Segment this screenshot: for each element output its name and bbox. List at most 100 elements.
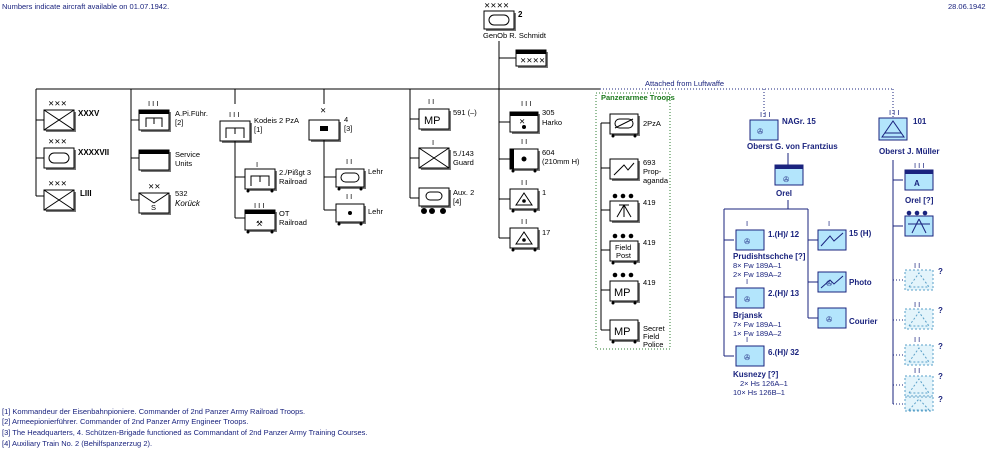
- aux-train: Aux. 2 [4]: [410, 187, 474, 214]
- recon-1h12: I ✇ 1.(H)/ 12 Prudishtschche [?] 8× Fw 1…: [724, 219, 806, 279]
- svg-text:✇: ✇: [783, 175, 790, 184]
- svg-text:I I: I I: [521, 178, 527, 187]
- svg-text:✕: ✕: [320, 106, 326, 115]
- lehr-label: Lehr: [368, 167, 384, 176]
- corps-liii: ✕✕✕ LIII: [36, 179, 92, 212]
- ot-type: Railroad: [279, 218, 307, 227]
- nagr-commander: Oberst G. von Frantzius: [747, 142, 838, 151]
- unknown-unit-mark: ?: [938, 306, 943, 315]
- recon-aircraft-2: 1× Fw 189A–2: [733, 329, 782, 338]
- courier-unit: ✇ Courier: [808, 307, 877, 329]
- korueck-unit: ✕✕ S 532 Korück: [131, 182, 201, 215]
- recon-aircraft-1: 2× Hs 126A–1: [740, 379, 788, 388]
- svg-text:✇: ✇: [744, 295, 751, 304]
- propaganda-l3: aganda: [643, 176, 669, 185]
- svg-text:I I I: I I I: [229, 110, 239, 119]
- panzerarmee-troops-box: [595, 92, 671, 350]
- lehr-armor: I I Lehr: [335, 157, 384, 191]
- svg-text:✇: ✇: [826, 279, 833, 288]
- svg-text:⚒: ⚒: [256, 219, 263, 228]
- railroad-ot: I I I ⚒ OT Railroad: [244, 201, 307, 234]
- svg-text:I: I: [432, 138, 434, 147]
- unit-419-label: 419: [643, 198, 656, 207]
- aux-note: [4]: [453, 197, 461, 206]
- flak-orel: I I I A Orel [?]: [893, 161, 934, 205]
- recon-aircraft-2: 10× Hs 126B–1: [733, 388, 785, 397]
- recon-name: 1.(H)/ 12: [768, 230, 800, 239]
- recon-location: Brjansk: [733, 311, 763, 320]
- mp-symbol: MP: [424, 115, 441, 127]
- corps-label: XXXXVII: [78, 148, 109, 157]
- nagr-orel-hq: ✇ Orel: [774, 164, 804, 198]
- recon-2h13: I ✇ 2.(H)/ 13 Brjansk 7× Fw 189A–1 1× Fw…: [724, 277, 800, 338]
- footnote: [4] Auxiliary Train No. 2 (Behilfspanzer…: [2, 439, 152, 448]
- kodeis-label: Kodeis 2 PzA: [254, 116, 299, 125]
- svg-text:I: I: [746, 219, 748, 228]
- recon-aircraft-1: 8× Fw 189A–1: [733, 261, 782, 270]
- harko-unit: I I I ✕ 305 Harko: [499, 99, 562, 134]
- svg-text:I I I: I I I: [254, 201, 264, 210]
- svg-text:I I I: I I I: [760, 110, 770, 119]
- guard-unit: I 5./143 Guard: [410, 138, 474, 170]
- photo-unit: ✇ Photo: [808, 271, 872, 293]
- svg-text:I I I: I I I: [914, 161, 924, 170]
- korueck-number: 532: [175, 189, 188, 198]
- observation-17: I I 17: [499, 217, 550, 252]
- recon-aircraft-2: 2× Fw 189A–2: [733, 270, 782, 279]
- apifuhr-label: A.Pi.Führ.: [175, 109, 208, 118]
- flak-commander: Oberst J. Müller: [879, 147, 939, 156]
- mp-unit: I I MP 591 (–): [410, 97, 477, 131]
- svg-text:✇: ✇: [744, 353, 751, 362]
- mp-419: MP 419: [601, 272, 656, 305]
- service-units: Service Units: [131, 149, 200, 172]
- flak-orel: Orel [?]: [905, 196, 934, 205]
- flak-101: I I I 101 Oberst J. Müller: [878, 108, 939, 156]
- aux-label: Aux. 2: [453, 188, 474, 197]
- service-label-2: Units: [175, 159, 192, 168]
- signals-15h: I 15 (H): [808, 219, 872, 251]
- footnote: [2] Armeepionierführer. Commander of 2nd…: [2, 417, 248, 426]
- army-hq: ✕✕✕✕ 2 GenOb R. Schmidt: [483, 1, 547, 40]
- svg-text:I I: I I: [428, 97, 434, 106]
- pirgt-type: Railroad: [279, 177, 307, 186]
- svg-text:✇: ✇: [826, 315, 833, 324]
- flak-number: 101: [913, 117, 927, 126]
- corps-xxxv: ✕✕✕ XXXV: [36, 99, 100, 132]
- apifuhr-unit: I I I A.Pi.Führ. [2]: [131, 99, 208, 132]
- nagr-title: NAGr. 15: [782, 117, 816, 126]
- svg-text:I I: I I: [914, 366, 920, 375]
- svg-text:✕: ✕: [519, 117, 525, 126]
- corps-label: XXXV: [78, 109, 100, 118]
- ot-label: OT: [279, 209, 290, 218]
- svg-text:A: A: [914, 179, 920, 188]
- nagr-orel: Orel: [776, 189, 792, 198]
- harko-number: 305: [542, 108, 555, 117]
- sfp-l1: Secret: [643, 324, 666, 333]
- harko-label: Harko: [542, 118, 562, 127]
- apifuhr-note: [2]: [175, 118, 183, 127]
- sfp-l3: Police: [643, 340, 663, 349]
- svg-text:I: I: [828, 219, 830, 228]
- right-unit-name: Photo: [849, 278, 872, 287]
- svg-text:I I I: I I I: [889, 108, 899, 117]
- armor-symbol: [488, 14, 510, 26]
- svg-text:✕✕: ✕✕: [148, 182, 161, 191]
- svg-text:I I: I I: [521, 217, 527, 226]
- recon-aircraft-1: 7× Fw 189A–1: [733, 320, 782, 329]
- svg-text:I I: I I: [346, 192, 352, 201]
- right-unit-name: Courier: [849, 317, 877, 326]
- svg-text:I: I: [746, 277, 748, 286]
- service-label-1: Service: [175, 150, 200, 159]
- lehr-label: Lehr: [368, 207, 384, 216]
- guard-label: Guard: [453, 158, 474, 167]
- svg-text:I I: I I: [914, 300, 920, 309]
- svg-text:✕✕✕: ✕✕✕: [48, 137, 67, 146]
- unknown-unit-mark: ?: [938, 267, 943, 276]
- lehr-artillery: I I Lehr: [335, 192, 384, 226]
- propeller-icon: ✇: [757, 127, 764, 136]
- footnote: [1] Kommandeur der Eisenbahnpioniere. Co…: [2, 407, 305, 416]
- flak-regiment: [893, 210, 934, 237]
- field-post-number: 419: [643, 238, 656, 247]
- pza-label: 2PzA: [643, 119, 661, 128]
